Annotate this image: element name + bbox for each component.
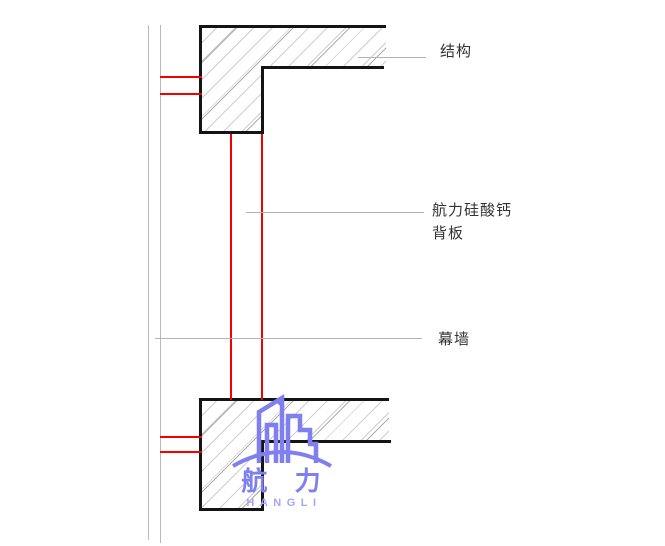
curtain-wall-mullion-line-left xyxy=(230,134,232,400)
hangli-logo-buildings-icon xyxy=(256,393,319,463)
bottom-structure-inner-vertical-edge xyxy=(261,441,264,511)
top-structure-top-edge xyxy=(199,25,386,28)
anchor-line-top-2 xyxy=(160,93,202,95)
hangli-logo-sail-icon xyxy=(276,398,282,408)
leader-line-curtain-wall xyxy=(155,338,422,339)
hangli-logo-en-text: HANGLI xyxy=(246,497,321,509)
label-structure: 结构 xyxy=(440,43,473,60)
construction-line-vertical-left xyxy=(148,25,149,540)
bottom-structure-top-edge xyxy=(199,398,389,401)
bottom-structure-leg-bottom-edge xyxy=(199,508,264,511)
hangli-logo-arc-icon xyxy=(232,450,332,468)
leader-line-structure xyxy=(358,57,426,58)
hangli-logo: 航 力 HANGLI xyxy=(232,393,332,509)
label-backboard: 航力硅酸钙 背板 xyxy=(432,199,512,245)
leader-line-backboard xyxy=(246,212,424,213)
label-backboard-line1: 航力硅酸钙 xyxy=(432,202,513,219)
curtain-wall-mullion-line-right xyxy=(261,134,263,400)
anchor-line-bottom-1 xyxy=(160,436,202,438)
bottom-structure-inner-horizontal-edge xyxy=(261,440,391,443)
anchor-line-bottom-2 xyxy=(160,451,202,453)
hangli-logo-cn-text: 航 力 xyxy=(241,466,330,496)
top-structure-inner-horizontal-edge xyxy=(261,66,384,69)
construction-line-vertical-right xyxy=(160,25,161,543)
label-backboard-line2: 背板 xyxy=(432,225,465,242)
anchor-line-top-1 xyxy=(160,76,202,78)
top-structure-leg-bottom-edge xyxy=(199,131,264,134)
label-curtain-wall: 幕墙 xyxy=(438,331,471,348)
top-structure-left-edge xyxy=(199,25,202,134)
top-structure-inner-vertical-edge xyxy=(261,67,264,134)
bottom-structure-left-edge xyxy=(199,398,202,511)
concrete-structure-top-hatch xyxy=(200,27,386,133)
